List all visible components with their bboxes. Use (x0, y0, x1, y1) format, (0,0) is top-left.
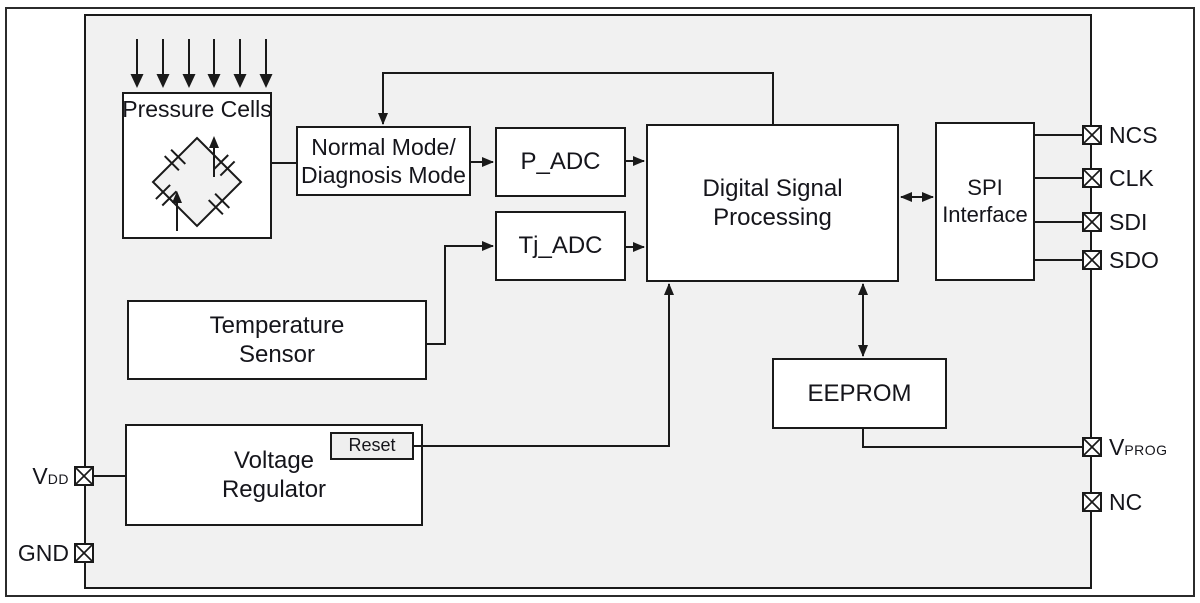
block-reset: Reset (330, 432, 414, 460)
pin-label-ncs: NCS (1109, 120, 1158, 150)
block-tj-adc: Tj_ADC (495, 211, 626, 281)
pin-label-main: V (32, 463, 48, 489)
block-label: Regulator (221, 476, 327, 503)
diagram-frame (5, 7, 1195, 597)
pin-label-main: NCS (1109, 122, 1158, 148)
block-label: Diagnosis Mode (301, 162, 466, 188)
block-label: Processing (713, 204, 832, 231)
block-label: Interface (942, 201, 1028, 227)
pin-label-main: NC (1109, 489, 1143, 515)
pin-label-nc: NC (1109, 487, 1142, 517)
block-eeprom: EEPROM (772, 358, 947, 429)
pin-label-main: GND (17, 540, 69, 566)
block-normal-mode: Normal Mode/Diagnosis Mode (296, 126, 471, 196)
pin-label-vdd: VDD (32, 461, 69, 491)
block-label: Pressure Cells (122, 96, 272, 122)
block-label: SPI (967, 174, 1003, 200)
pin-label-main: V (1109, 434, 1125, 460)
pin-label-sdo: SDO (1109, 245, 1159, 275)
pin-label-vprog: VPROG (1109, 432, 1168, 462)
block-label: EEPROM (807, 379, 912, 407)
block-label: Digital Signal (702, 174, 843, 202)
block-label: Voltage (233, 446, 315, 474)
pin-label-main: SDI (1109, 209, 1148, 235)
pin-label-main: SDO (1109, 247, 1159, 273)
block-label: Tj_ADC (518, 232, 603, 260)
pin-label-gnd: GND (18, 538, 69, 568)
pin-label-clk: CLK (1109, 163, 1154, 193)
block-label: Reset (348, 435, 396, 456)
pin-label-sdi: SDI (1109, 207, 1147, 237)
pin-label-main: CLK (1109, 165, 1154, 191)
block-label: P_ADC (520, 148, 601, 176)
pin-label-sub: DD (47, 471, 69, 487)
block-pressure-cells: Pressure Cells (122, 92, 272, 239)
block-label: Sensor (238, 341, 316, 368)
block-p-adc: P_ADC (495, 127, 626, 197)
block-label: Normal Mode/ (311, 133, 456, 160)
pin-label-sub: PROG (1124, 442, 1168, 458)
block-label: Temperature (209, 311, 345, 339)
